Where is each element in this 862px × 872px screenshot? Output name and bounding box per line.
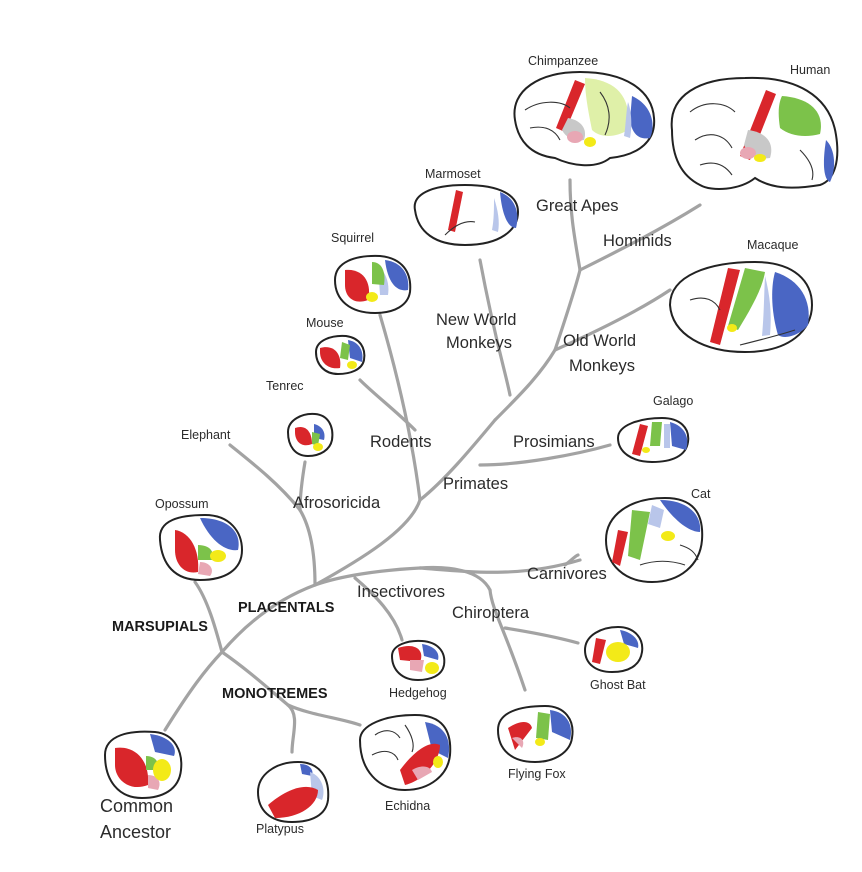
brain-platypus	[256, 760, 330, 824]
branch-new-world	[478, 258, 512, 397]
branch-elephant	[228, 443, 302, 512]
branch-chiroptera	[488, 588, 527, 692]
branch-anthropoids	[493, 348, 557, 422]
species-tenrec: Tenrec	[266, 379, 304, 393]
label-chiroptera: Chiroptera	[452, 604, 530, 622]
species-macaque: Macaque	[747, 238, 798, 252]
species-platypus: Platypus	[256, 822, 304, 836]
branch-hominoids	[578, 203, 702, 272]
brain-common-ancestor	[103, 730, 183, 800]
species-human: Human	[790, 63, 830, 77]
branch-insectivores	[353, 576, 404, 642]
branch-monotremes	[220, 650, 290, 707]
branch-rodents	[378, 313, 422, 502]
label-carnivores: Carnivores	[527, 565, 607, 583]
label-afrosoricida: Afrosoricida	[293, 494, 381, 512]
label-monotremes: MONOTREMES	[222, 686, 328, 702]
branch-platypus	[286, 703, 297, 754]
species-marmoset: Marmoset	[425, 167, 481, 181]
species-cat: Cat	[691, 487, 711, 501]
brain-flying-fox	[496, 704, 574, 764]
branch-echidna	[286, 703, 362, 727]
brain-galago	[616, 416, 690, 464]
species-chimpanzee: Chimpanzee	[528, 54, 598, 68]
brain-squirrel	[333, 254, 412, 315]
branch-trunk-placentals	[220, 583, 317, 654]
label-placentals: PLACENTALS	[238, 600, 335, 616]
species-opossum: Opossum	[155, 497, 209, 511]
species-galago: Galago	[653, 394, 693, 408]
species-mouse: Mouse	[306, 316, 344, 330]
label-old-world-2: Monkeys	[569, 357, 635, 375]
brain-opossum	[158, 513, 244, 582]
species-squirrel: Squirrel	[331, 231, 374, 245]
brain-chimpanzee	[513, 70, 656, 167]
branch-old-world	[553, 288, 672, 352]
brain-marmoset	[413, 183, 520, 247]
label-common-ancestor-2: Ancestor	[100, 822, 171, 842]
tree-branches	[163, 178, 702, 754]
branch-marsupials	[193, 580, 224, 654]
branch-euarchontoglires	[313, 498, 422, 587]
label-prosimians: Prosimians	[513, 433, 595, 451]
species-ghost-bat: Ghost Bat	[590, 678, 646, 692]
brain-macaque	[668, 260, 814, 354]
branch-tenrec	[298, 460, 307, 512]
branch-mouse	[358, 378, 417, 432]
branch-ghost-bat	[503, 626, 580, 645]
label-old-world-1: Old World	[563, 332, 636, 350]
branch-primates	[418, 418, 497, 502]
brain-hedgehog	[390, 639, 446, 682]
brain-tenrec	[286, 412, 334, 458]
species-hedgehog: Hedgehog	[389, 686, 447, 700]
brain-ghost-bat	[583, 625, 644, 674]
brain-echidna	[358, 713, 452, 792]
label-marsupials: MARSUPIALS	[112, 619, 208, 635]
branch-prosimians	[478, 443, 612, 467]
label-insectivores: Insectivores	[357, 583, 445, 601]
label-great-apes: Great Apes	[536, 197, 619, 215]
label-new-world-2: Monkeys	[446, 334, 512, 352]
branch-carnivores-up	[563, 553, 580, 567]
branch-afrosoricida	[298, 508, 317, 587]
clade-labels: MARSUPIALS PLACENTALS MONOTREMES Common …	[100, 197, 672, 842]
label-hominids: Hominids	[603, 232, 672, 250]
label-rodents: Rodents	[370, 433, 431, 451]
branch-great-apes	[568, 178, 582, 272]
brain-mouse	[314, 334, 366, 376]
species-flying-fox: Flying Fox	[508, 767, 566, 781]
branch-carnivores	[418, 558, 582, 574]
species-echidna: Echidna	[385, 799, 430, 813]
label-primates: Primates	[443, 475, 508, 493]
species-elephant: Elephant	[181, 428, 231, 442]
brain-cat	[604, 496, 704, 584]
label-new-world-1: New World	[436, 311, 516, 329]
branch-catarrhini	[553, 268, 582, 352]
branch-trunk-lower	[163, 650, 224, 732]
brain-human	[670, 76, 839, 191]
label-common-ancestor-1: Common	[100, 796, 173, 816]
branch-placentals-main	[313, 566, 422, 587]
species-labels: Chimpanzee Human Marmoset Macaque Squirr…	[155, 54, 830, 836]
